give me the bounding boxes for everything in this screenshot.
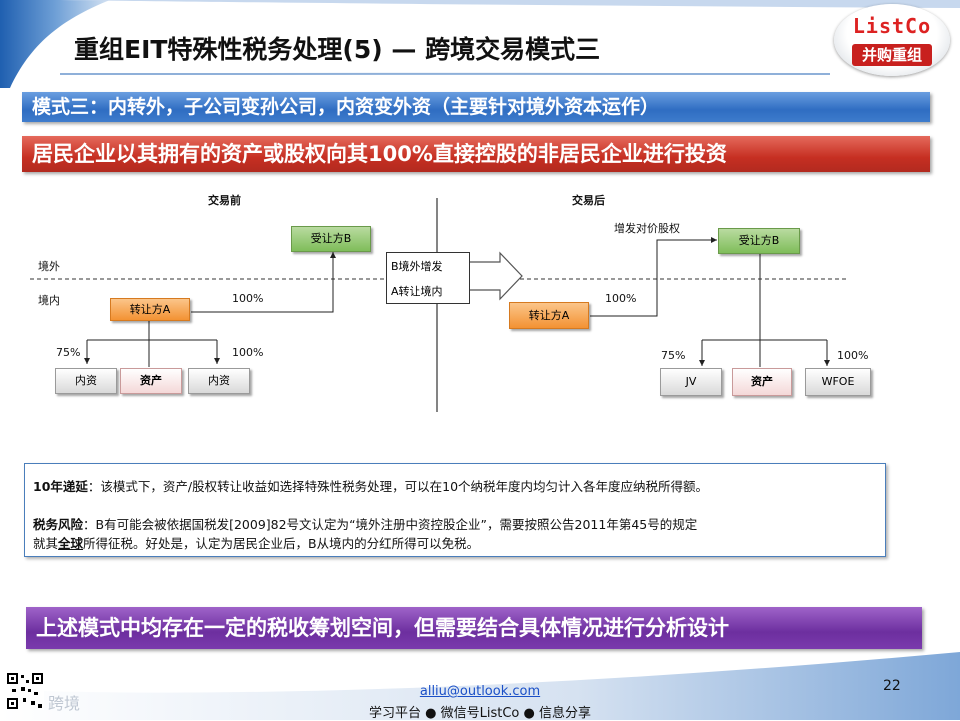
before-pct-a-to-b: 100%	[232, 292, 264, 305]
overseas-label: 境外	[38, 260, 60, 273]
footer-platform-text: 学习平台 ● 微信号ListCo ● 信息分享	[369, 706, 591, 721]
risk-line-2: 就其全球所得征税。好处是，认定为居民企业后，B从境内的分红所得可以免税。	[33, 533, 479, 552]
after-note: 增发对价股权	[614, 222, 680, 235]
risk-text-global: 全球	[58, 536, 84, 551]
before-label: 交易前	[208, 194, 241, 207]
shift-arrow-outline	[470, 251, 523, 301]
listco-logo: ListCo 并购重组	[834, 4, 950, 76]
page-number: 22	[883, 678, 901, 694]
before-transferor-a-box: 转让方A	[110, 298, 190, 321]
shift-line-2: A转让境内	[391, 285, 443, 298]
before-pct-left: 75%	[56, 346, 81, 359]
deferral-line: 10年递延：该模式下，资产/股权转让收益如选择特殊性税务处理，可以在10个纳税年…	[33, 476, 708, 495]
after-pct-right: 100%	[837, 349, 869, 362]
qr-code-icon	[6, 672, 44, 710]
shift-line-1: B境外增发	[391, 260, 443, 273]
before-transferee-b-box: 受让方B	[291, 226, 371, 252]
page-title: 重组EIT特殊性税务处理(5) — 跨境交易模式三	[74, 35, 601, 64]
logo-text-top: ListCo	[852, 14, 932, 38]
shift-description-box: B境外增发 A转让境内	[386, 252, 470, 304]
transaction-diagram: 交易前 交易后 境外 境内 受让方B 转让方A 100% 75% 100% 内资…	[0, 180, 960, 430]
conclusion-banner: 上述模式中均存在一定的税收筹划空间，但需要结合具体情况进行分析设计	[26, 607, 922, 649]
risk-text-2c: 所得征税。好处是，认定为居民企业后，B从境内的分红所得可以免税。	[83, 536, 480, 551]
after-a-to-b-line	[590, 237, 717, 317]
definition-banner: 居民企业以其拥有的资产或股权向其100%直接控股的非居民企业进行投资	[22, 136, 930, 172]
header-background	[0, 0, 960, 88]
after-child-asset: 资产	[732, 368, 792, 396]
deferral-label: 10年递延	[33, 479, 88, 494]
risk-line-1: 税务风险：B有可能会被依据国税发[2009]82号文认定为“境外注册中资控股企业…	[33, 514, 697, 533]
footer-wave	[0, 652, 960, 720]
after-child-wfoe: WFOE	[805, 368, 871, 396]
after-pct-left: 75%	[661, 349, 686, 362]
risk-text-1: ：B有可能会被依据国税发[2009]82号文认定为“境外注册中资控股企业”，需要…	[83, 517, 698, 532]
before-a-to-b-line	[191, 252, 336, 313]
watermark-text: 跨境	[48, 694, 81, 713]
after-child-jv: JV	[660, 368, 722, 396]
risk-label: 税务风险	[33, 517, 84, 532]
after-label: 交易后	[572, 194, 605, 207]
before-child-domestic-1: 内资	[55, 368, 117, 394]
after-pct-a-to-b: 100%	[605, 292, 637, 305]
after-transferee-b-box: 受让方B	[718, 228, 800, 254]
before-child-asset: 资产	[120, 368, 182, 394]
logo-text-bottom: 并购重组	[852, 44, 932, 66]
deferral-text: ：该模式下，资产/股权转让收益如选择特殊性税务处理，可以在10个纳税年度内均匀计…	[87, 479, 709, 494]
mode-banner: 模式三：内转外，子公司变孙公司，内资变外资（主要针对境外资本运作）	[22, 92, 930, 122]
info-box: 10年递延：该模式下，资产/股权转让收益如选择特殊性税务处理，可以在10个纳税年…	[24, 463, 886, 557]
before-child-domestic-2: 内资	[188, 368, 250, 394]
before-pct-right: 100%	[232, 346, 264, 359]
risk-text-2a: 就其	[33, 536, 59, 551]
footer-email-link[interactable]: alliu@outlook.com	[419, 684, 541, 699]
domestic-label: 境内	[38, 294, 60, 307]
after-transferor-a-box: 转让方A	[509, 302, 589, 329]
